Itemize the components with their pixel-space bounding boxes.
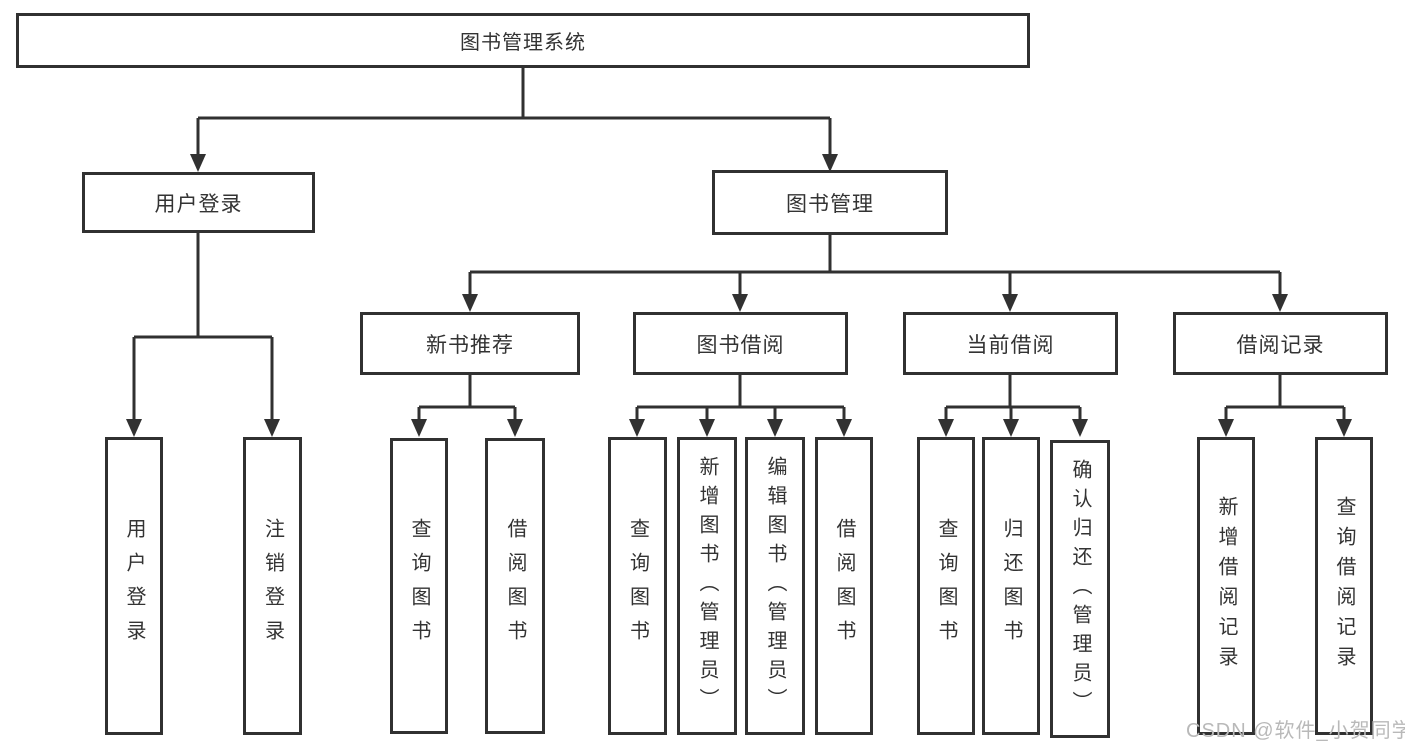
leaf-query-borrow-record: 查询借阅记录: [1315, 437, 1373, 735]
leaf-query-books-borrow: 查询图书: [608, 437, 667, 735]
connector-user-login: [132, 233, 274, 423]
connector-root: [196, 68, 832, 158]
node-current-borrow: 当前借阅: [903, 312, 1118, 375]
csdn-watermark: CSDN @软件_小贺同学: [1186, 720, 1405, 742]
leaf-confirm-return-admin: 确认归还（管理员）: [1050, 440, 1110, 738]
leaf-borrow-books-recommend: 借阅图书: [485, 438, 545, 734]
leaf-query-books-current: 查询图书: [917, 437, 975, 735]
node-book-management: 图书管理: [712, 170, 948, 235]
leaf-edit-book-admin: 编辑图书（管理员）: [745, 437, 805, 735]
node-root-system: 图书管理系统: [16, 13, 1030, 68]
node-book-borrow: 图书借阅: [633, 312, 848, 375]
leaf-user-login: 用户登录: [105, 437, 163, 735]
connector-book-borrow: [635, 375, 846, 423]
leaf-add-book-admin: 新增图书（管理员）: [677, 437, 737, 735]
leaf-return-book: 归还图书: [982, 437, 1040, 735]
connector-current-borrow: [944, 375, 1082, 423]
connector-borrow-records: [1224, 375, 1346, 423]
leaf-borrow-books: 借阅图书: [815, 437, 873, 735]
leaf-add-borrow-record: 新增借阅记录: [1197, 437, 1255, 735]
node-new-book-recommend: 新书推荐: [360, 312, 580, 375]
leaf-query-books-recommend: 查询图书: [390, 438, 448, 734]
connector-book-management: [468, 235, 1282, 298]
node-user-login: 用户登录: [82, 172, 315, 233]
connector-new-book-recommend: [417, 375, 517, 423]
leaf-logout: 注销登录: [243, 437, 302, 735]
node-borrow-records: 借阅记录: [1173, 312, 1388, 375]
